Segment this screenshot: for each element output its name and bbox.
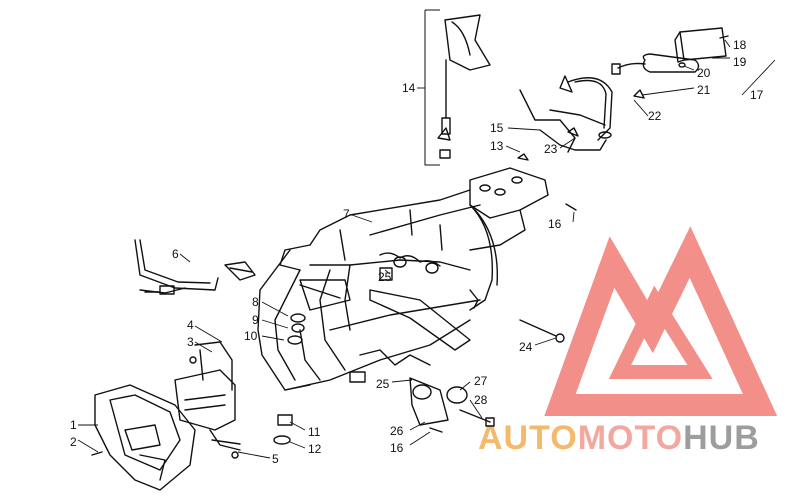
callout-25-upper: 25 [378,270,392,284]
callout-16-lower: 16 [390,441,404,455]
callout-labels: 1 2 3 4 5 6 7 8 9 10 11 12 13 14 15 16 1… [70,38,764,466]
leader-lines [77,39,776,459]
triangle-m-logo-icon [544,226,778,416]
callout-18: 18 [733,38,747,52]
part-side-bracket [134,239,256,295]
watermark-hub: HUB [683,419,760,457]
part-front-bumper [91,341,241,491]
callout-6: 6 [172,247,179,261]
callout-25-lower: 25 [376,377,390,391]
callout-4: 4 [187,318,194,332]
callout-8: 8 [252,295,259,309]
watermark-moto: MOTO [578,419,683,457]
watermark-auto: AUTO [478,419,578,457]
callout-13: 13 [490,139,504,153]
part-flag-antenna [424,9,491,166]
callout-11: 11 [308,425,321,439]
part-fasteners [144,127,579,433]
callout-12: 12 [308,442,322,456]
part-rear-bracket [519,75,613,153]
callout-23: 23 [544,142,558,156]
callout-9: 9 [252,313,259,327]
part-grommets [273,313,306,445]
callout-22: 22 [648,109,662,123]
callout-17: 17 [750,88,764,102]
callout-14: 14 [402,81,416,95]
callout-7: 7 [343,207,350,221]
part-main-frame [257,167,549,391]
callout-3: 3 [187,335,194,349]
callout-28: 28 [474,393,488,407]
callout-10: 10 [244,329,258,343]
callout-26: 26 [390,424,404,438]
watermark-text: AUTOMOTOHUB [478,419,760,457]
callout-20: 20 [697,66,711,80]
callout-16-upper: 16 [548,217,562,231]
callout-21: 21 [697,83,711,97]
callout-1: 1 [70,418,77,432]
callout-24: 24 [519,340,533,354]
watermark-logo: AUTOMOTOHUB [478,226,778,457]
part-tail-light [611,27,729,99]
callout-2: 2 [70,435,77,449]
callout-5: 5 [272,452,279,466]
callout-19: 19 [733,55,747,69]
callout-27: 27 [474,374,488,388]
callout-15: 15 [490,121,504,135]
part-engine-mounts [349,267,565,427]
